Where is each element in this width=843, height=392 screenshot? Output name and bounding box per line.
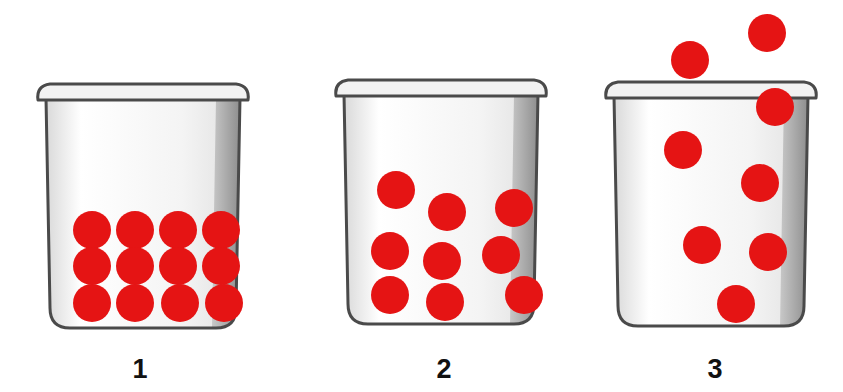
solid-particles [73, 211, 243, 322]
beaker-number: 1 [110, 354, 170, 384]
beaker-number: 3 [685, 354, 745, 384]
liquid-particles [371, 171, 543, 321]
gas-particles [664, 14, 794, 323]
beaker [38, 84, 249, 328]
beaker-number: 2 [414, 354, 474, 384]
beaker [606, 82, 817, 326]
beaker [336, 80, 547, 324]
